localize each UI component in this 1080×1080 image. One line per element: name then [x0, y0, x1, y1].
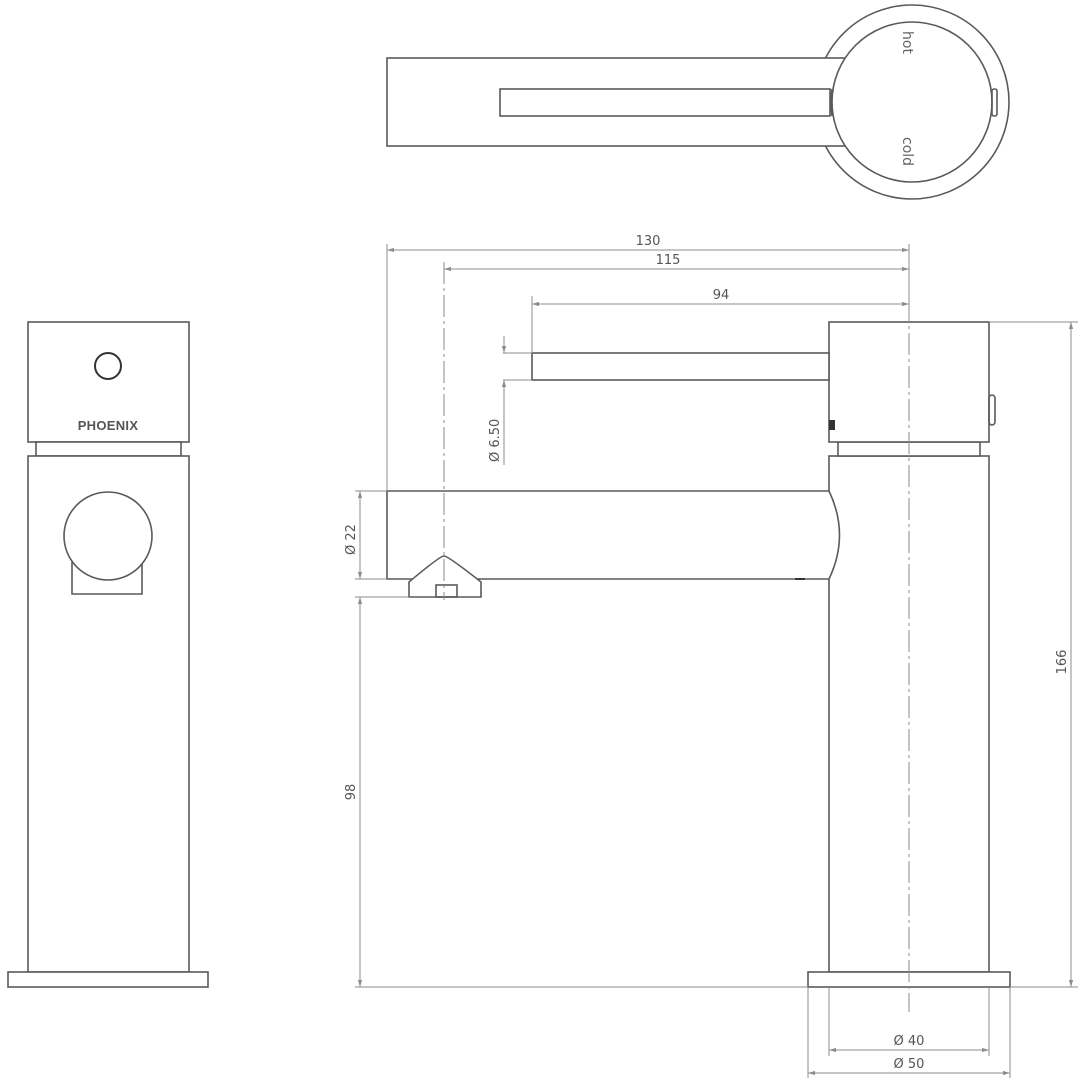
dim-spout-reach: 115 [656, 253, 681, 268]
indicator-button-icon [94, 352, 122, 380]
dim-base-diameter: Ø 50 [894, 1057, 925, 1072]
dim-overall-height: 166 [1055, 650, 1070, 675]
spout [386, 490, 841, 580]
spout-end-circle [63, 491, 153, 581]
hot-label: hot [899, 31, 915, 54]
front-collar [35, 441, 182, 457]
front-cartridge-housing [27, 321, 190, 443]
dim-spout-height: 98 [344, 784, 359, 801]
aerator [408, 555, 482, 598]
brand-label: PHOENIX [78, 418, 139, 433]
front-view: PHOENIX [7, 321, 209, 988]
front-base-plate [7, 971, 209, 988]
dimensions: 130 115 94 Ø 6.50 Ø 22 98 166 Ø 40 [344, 234, 1078, 1078]
dim-handle-diameter: Ø 6.50 [488, 419, 503, 462]
dim-overall-reach: 130 [636, 234, 661, 249]
cold-label: cold [899, 137, 915, 166]
indicator-button-icon [991, 88, 998, 117]
dim-body-diameter: Ø 40 [894, 1034, 925, 1049]
side-view [386, 262, 1011, 1012]
handle-lever [531, 352, 830, 381]
top-view: hot cold [386, 4, 1010, 200]
dim-handle-length: 94 [713, 288, 730, 303]
set-screw-icon [829, 420, 835, 430]
dim-spout-diameter: Ø 22 [344, 524, 359, 555]
indicator-button-side-icon [988, 394, 996, 426]
aerator-front [71, 562, 143, 595]
handle-top-outline [499, 88, 831, 117]
